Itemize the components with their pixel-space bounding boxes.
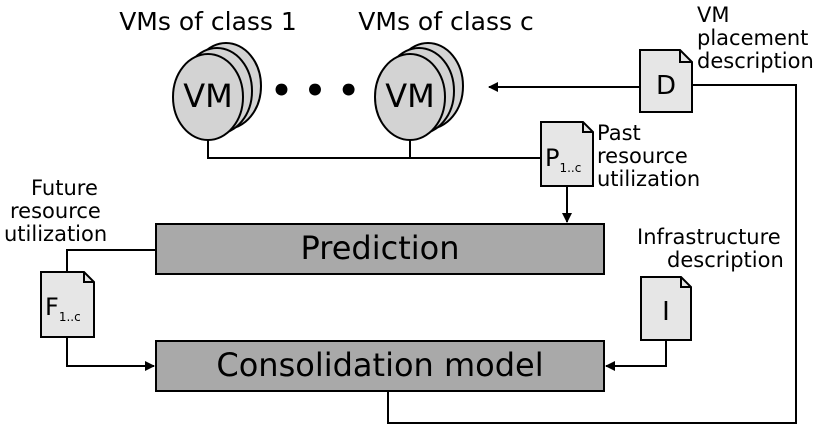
vm-class-c-label: VMs of class c: [358, 7, 533, 36]
vm-class-1-label: VMs of class 1: [119, 7, 297, 36]
caption-line: utilization: [4, 222, 107, 246]
consolidation-to-placement-line: [387, 84, 797, 424]
caption-line: utilization: [597, 167, 700, 191]
caption-line: resource: [10, 199, 101, 223]
caption-line: resource: [597, 144, 688, 168]
future-utilization-caption: Future resource utilization: [4, 176, 108, 246]
document-letter: P: [545, 144, 559, 172]
caption-line: VM: [697, 3, 729, 27]
caption-line: Past: [597, 121, 641, 145]
document-subscript: 1..c: [59, 310, 81, 324]
document-subscript: 1..c: [559, 161, 581, 175]
vm-to-past-utilization-line: [207, 140, 541, 159]
vm-label: VM: [183, 77, 233, 115]
ellipsis: • • •: [271, 71, 360, 111]
caption-line: description: [697, 49, 814, 73]
placement-description-document: D: [639, 49, 693, 113]
vm-label: VM: [385, 77, 435, 115]
consolidation-model-box: [155, 340, 605, 392]
future-to-consolidation-arrow: [66, 337, 155, 371]
vm-stack-class-c: VM: [374, 42, 464, 141]
document-letter-i: I: [662, 297, 670, 327]
past-utilization-caption: Past resource utilization: [597, 121, 700, 191]
prediction-to-future-line: [66, 249, 156, 272]
document-letter-f: F1..c: [45, 293, 81, 324]
placement-description-caption: VM placement description: [697, 3, 815, 73]
infrastructure-document: I: [640, 276, 692, 341]
document-letter-p: P1..c: [545, 144, 581, 175]
prediction-label: Prediction: [301, 229, 460, 267]
document-letter-d: D: [656, 71, 676, 101]
consolidation-model-label: Consolidation model: [216, 346, 543, 384]
prediction-box: [155, 223, 605, 275]
caption-line: description: [667, 248, 784, 272]
caption-line: placement: [697, 26, 808, 50]
document-letter: F: [45, 293, 59, 321]
caption-line: Infrastructure: [637, 225, 781, 249]
future-utilization-document: F1..c: [40, 271, 95, 338]
past-utilization-document: P1..c: [540, 121, 594, 187]
infrastructure-caption: Infrastructure description: [637, 225, 787, 272]
vm-stack-class-1: VM: [172, 42, 262, 141]
infrastructure-to-consolidation-arrow: [605, 340, 667, 371]
caption-line: Future: [31, 176, 98, 200]
